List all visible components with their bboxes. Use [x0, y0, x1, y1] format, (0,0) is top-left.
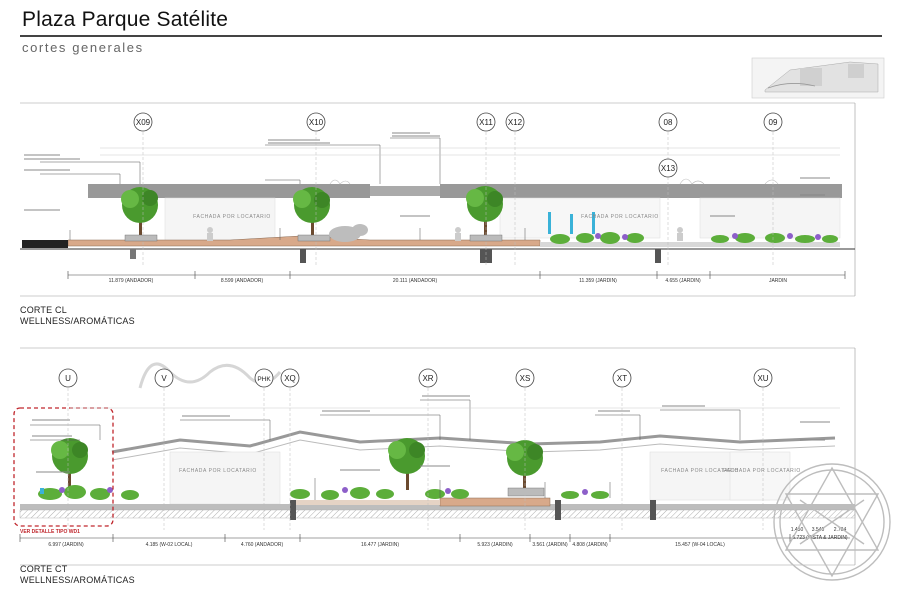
watermark-emblem — [773, 463, 891, 581]
axis-label: PHK — [257, 376, 271, 383]
facade-label: FACHADA POR LOCATARIO — [661, 468, 739, 474]
dimension-label: 4.185 (W-02 LOCAL) — [146, 542, 193, 548]
dimension-label: 4.808 (JARDIN) — [572, 542, 608, 548]
axis-label: XQ — [284, 374, 296, 383]
title-divider — [20, 35, 882, 37]
facade-label: FACHADA POR LOCATARIO — [723, 468, 801, 474]
axis-label: 08 — [664, 118, 673, 127]
dimension-label: 6.997 (JARDIN) — [48, 542, 84, 548]
section-cl-label: CORTE CL — [20, 305, 67, 315]
detail-callout-label: VER DETALLE TIPO WD1 — [20, 529, 80, 535]
dimension-label: 20.111 (ANDADOR) — [393, 278, 438, 284]
key-plan-thumbnail — [751, 57, 885, 99]
dimension-label: 8.599 (ANDADOR) — [221, 278, 264, 284]
dimension-label: 5.923 (JARDIN) — [477, 542, 513, 548]
section-cl-sublabel: WELLNESS/AROMÁTICAS — [20, 316, 135, 326]
dimension-label: JARDIN — [769, 278, 787, 284]
axis-label: XS — [520, 374, 531, 383]
dimension-label: 16.477 (JARDIN) — [361, 542, 399, 548]
axis-label: X13 — [661, 164, 676, 173]
axis-label: X09 — [136, 118, 151, 127]
section-ct-label: CORTE CT — [20, 564, 68, 574]
dimension-label: 11.359 (JARDIN) — [579, 278, 617, 284]
dimension-label: 2.704 — [834, 527, 847, 533]
dimension-label: 3.540 — [812, 527, 825, 533]
dimension-label: 11.879 (ANDADOR) — [109, 278, 154, 284]
page-title: Plaza Parque Satélite — [22, 8, 229, 31]
dimension-label: 6.723 (PISTA & JARDIN) — [792, 535, 848, 541]
facade-label: FACHADA POR LOCATARIO — [581, 214, 659, 220]
axis-label: X12 — [508, 118, 523, 127]
section-cl-drawing: X09 X10 X11 X12 08 09 X13 FACHADA POR LO… — [20, 102, 856, 297]
facade-label: FACHADA POR LOCATARIO — [179, 468, 257, 474]
axis-label: XR — [422, 374, 433, 383]
dimension-label: 3.561 (JARDIN) — [532, 542, 568, 548]
dimension-label: 4.760 (ANDADOR) — [241, 542, 284, 548]
facade-label: FACHADA POR LOCATARIO — [193, 214, 271, 220]
page-subtitle: cortes generales — [22, 40, 144, 55]
axis-label: X11 — [479, 118, 493, 127]
section-ct-sublabel: WELLNESS/AROMÁTICAS — [20, 575, 135, 585]
dimension-label: 15.457 (W-04 LOCAL) — [675, 542, 725, 548]
axis-label: XU — [757, 374, 768, 383]
axis-label: XT — [617, 374, 627, 383]
axis-label: V — [161, 374, 167, 383]
section-ct-drawing: VER DETALLE TIPO WD1 — [13, 347, 856, 566]
dimension-label: 4.655 (JARDIN) — [665, 278, 701, 284]
detail-callout-box — [13, 407, 114, 527]
axis-label: U — [65, 374, 71, 383]
axis-label: X10 — [309, 118, 324, 127]
axis-label: 09 — [769, 118, 778, 127]
